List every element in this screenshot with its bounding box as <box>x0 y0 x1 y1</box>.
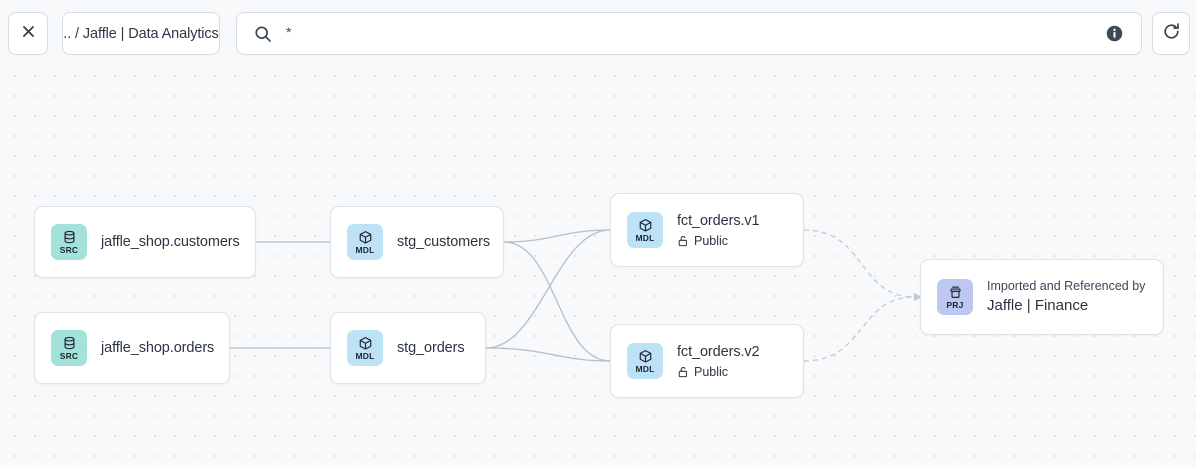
cube-icon <box>358 230 373 245</box>
close-icon <box>21 24 36 44</box>
badge-mdl: MDL <box>627 212 663 248</box>
node-text: fct_orders.v1 Public <box>677 212 760 247</box>
node-fct-orders-v1[interactable]: MDL fct_orders.v1 Public <box>610 193 804 267</box>
node-text: fct_orders.v2 Public <box>677 343 760 378</box>
node-fct-orders-v2[interactable]: MDL fct_orders.v2 Public <box>610 324 804 398</box>
badge-src: SRC <box>51 330 87 366</box>
toolbar: .. / Jaffle | Data Analytics * <box>0 0 1196 66</box>
node-title: jaffle_shop.orders <box>101 339 215 356</box>
node-src-orders[interactable]: SRC jaffle_shop.orders <box>34 312 230 384</box>
badge-label: SRC <box>59 350 79 361</box>
badge-label: PRJ <box>946 299 964 310</box>
node-text: Imported and Referenced by Jaffle | Fina… <box>987 278 1145 316</box>
node-access: Public <box>677 234 760 248</box>
badge-prj: PRJ <box>937 279 973 315</box>
node-title: stg_customers <box>397 233 490 250</box>
search-input[interactable]: * <box>236 12 1142 55</box>
database-icon <box>62 230 77 245</box>
cube-icon <box>638 349 653 364</box>
badge-label: MDL <box>635 232 655 243</box>
node-text: stg_orders <box>397 339 465 357</box>
cube-icon <box>358 336 373 351</box>
badge-label: MDL <box>355 350 375 361</box>
unlock-icon <box>677 235 694 247</box>
node-title: stg_orders <box>397 339 465 356</box>
badge-mdl: MDL <box>347 224 383 260</box>
search-value: * <box>286 24 292 40</box>
unlock-icon <box>677 366 694 378</box>
graph-canvas[interactable]: SRC jaffle_shop.customers SRC jaffle_sh <box>0 66 1196 467</box>
badge-label: MDL <box>355 244 375 255</box>
close-button[interactable] <box>8 12 48 55</box>
node-stg-orders[interactable]: MDL stg_orders <box>330 312 486 384</box>
breadcrumb[interactable]: .. / Jaffle | Data Analytics <box>62 12 220 55</box>
refresh-button[interactable] <box>1152 12 1190 55</box>
database-icon <box>62 336 77 351</box>
node-access: Public <box>677 365 760 379</box>
node-title: jaffle_shop.customers <box>101 233 240 250</box>
badge-mdl: MDL <box>347 330 383 366</box>
node-text: jaffle_shop.customers <box>101 233 240 251</box>
node-eyebrow: Imported and Referenced by <box>987 279 1146 294</box>
project-icon <box>948 285 963 300</box>
refresh-icon <box>1162 22 1181 46</box>
badge-mdl: MDL <box>627 343 663 379</box>
node-title: fct_orders.v2 <box>677 344 760 361</box>
node-text: stg_customers <box>397 233 490 251</box>
node-title: fct_orders.v1 <box>677 213 760 230</box>
badge-label: MDL <box>635 363 655 374</box>
node-project-jaffle-finance[interactable]: PRJ Imported and Referenced by Jaffle | … <box>920 259 1164 335</box>
search-icon <box>254 25 272 43</box>
badge-label: SRC <box>59 244 79 255</box>
node-access-label: Public <box>694 233 729 248</box>
cube-icon <box>638 218 653 233</box>
node-title: Jaffle | Finance <box>987 297 1089 315</box>
info-icon[interactable] <box>1106 25 1123 42</box>
badge-src: SRC <box>51 224 87 260</box>
node-text: jaffle_shop.orders <box>101 339 214 357</box>
node-access-label: Public <box>694 364 729 379</box>
node-stg-customers[interactable]: MDL stg_customers <box>330 206 504 278</box>
node-src-customers[interactable]: SRC jaffle_shop.customers <box>34 206 256 278</box>
